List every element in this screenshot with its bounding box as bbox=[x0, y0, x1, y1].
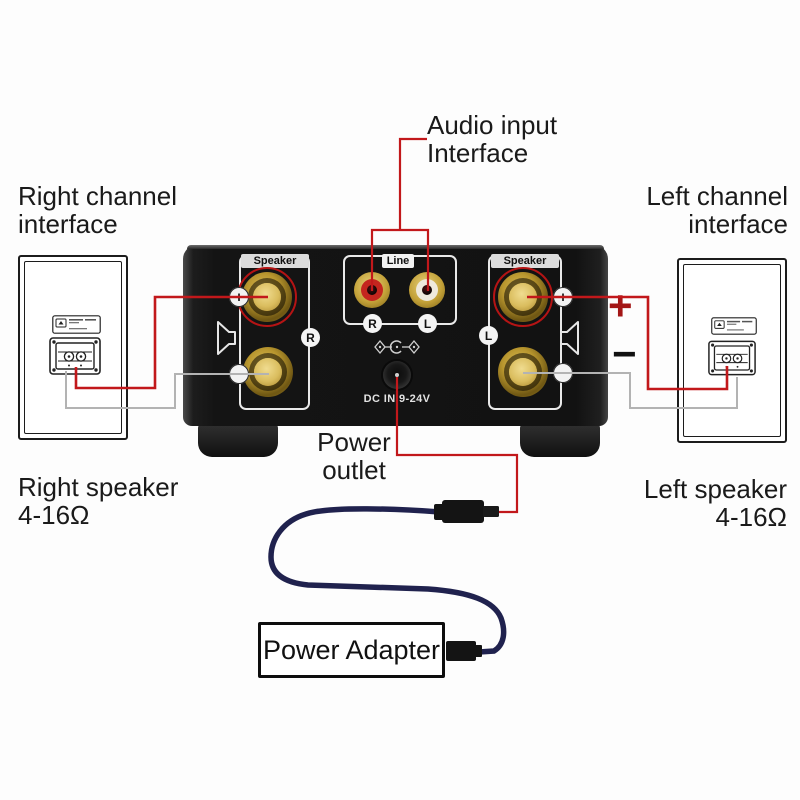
right-speaker-drawing bbox=[18, 255, 128, 440]
binding-post-right-positive[interactable] bbox=[237, 267, 297, 327]
amp-foot-left bbox=[198, 424, 278, 457]
line-section-label: Line bbox=[382, 254, 414, 268]
right-speaker-label: Right speaker 4-16Ω bbox=[18, 473, 178, 529]
right-channel-line1: Right channel bbox=[18, 181, 177, 211]
power-outlet-label: Power outlet bbox=[296, 428, 412, 484]
right-channel-label: Right channel interface bbox=[18, 182, 177, 238]
right-speaker-terminal-cup bbox=[49, 337, 101, 375]
power-outlet-line2: outlet bbox=[322, 455, 386, 485]
right-speaker-nameplate bbox=[52, 315, 101, 334]
right-channel-line2: interface bbox=[18, 209, 118, 239]
rca-letter-l: L bbox=[418, 314, 437, 333]
left-speaker-terminal-cup bbox=[708, 340, 756, 376]
speaker-section-right-label: Speaker bbox=[491, 254, 559, 268]
power-adapter-label: Power Adapter bbox=[262, 634, 441, 665]
left-speaker-label: Left speaker 4-16Ω bbox=[644, 475, 787, 531]
minus-terminal-marker-left: − bbox=[229, 364, 249, 384]
adapter-connector bbox=[446, 641, 482, 661]
rca-jack-left[interactable] bbox=[409, 272, 445, 308]
audio-input-label: Audio input Interface bbox=[427, 111, 557, 167]
amp-foot-right bbox=[520, 424, 600, 457]
rca-jack-right[interactable] bbox=[354, 272, 390, 308]
left-speaker-nameplate bbox=[711, 317, 757, 335]
left-channel-label: Left channel interface bbox=[646, 182, 788, 238]
audio-input-line2: Interface bbox=[427, 138, 529, 168]
left-channel-line1: Left channel bbox=[646, 181, 788, 211]
speaker-icon bbox=[217, 321, 236, 355]
left-speaker-line2: 4-16Ω bbox=[715, 502, 787, 532]
binding-post-left-negative[interactable] bbox=[498, 347, 548, 397]
polarity-plus-annotation: + bbox=[608, 282, 633, 329]
binding-post-left-positive[interactable] bbox=[493, 267, 553, 327]
dc-plug[interactable] bbox=[434, 500, 499, 523]
rca-left-hole bbox=[422, 285, 432, 295]
polarity-minus-annotation: − bbox=[612, 330, 637, 377]
right-speaker-line2: 4-16Ω bbox=[18, 500, 90, 530]
channel-letter-r: R bbox=[301, 328, 320, 347]
plus-terminal-marker-left: + bbox=[229, 287, 249, 307]
binding-post-right-negative[interactable] bbox=[243, 347, 293, 397]
dc-polarity-icon bbox=[374, 339, 420, 355]
speaker-icon bbox=[560, 321, 579, 355]
speaker-section-left-label: Speaker bbox=[241, 254, 309, 268]
minus-terminal-marker-right: − bbox=[553, 363, 573, 383]
rca-letter-r: R bbox=[363, 314, 382, 333]
audio-input-line1: Audio input bbox=[427, 110, 558, 140]
dc-power-jack[interactable] bbox=[383, 361, 411, 389]
right-speaker-line1: Right speaker bbox=[18, 472, 179, 502]
rca-right-hole bbox=[367, 285, 377, 295]
channel-letter-l: L bbox=[479, 326, 498, 345]
power-adapter-box: Power Adapter bbox=[258, 622, 445, 678]
plus-terminal-marker-right: + bbox=[553, 287, 573, 307]
left-speaker-drawing bbox=[677, 258, 787, 443]
power-outlet-line1: Power bbox=[317, 427, 391, 457]
dc-input-label: DC IN 9-24V bbox=[363, 393, 431, 405]
amplifier-rear-panel: Speaker + − R Line R L bbox=[183, 245, 608, 426]
left-speaker-line1: Left speaker bbox=[643, 474, 787, 504]
left-channel-line2: interface bbox=[688, 209, 788, 239]
